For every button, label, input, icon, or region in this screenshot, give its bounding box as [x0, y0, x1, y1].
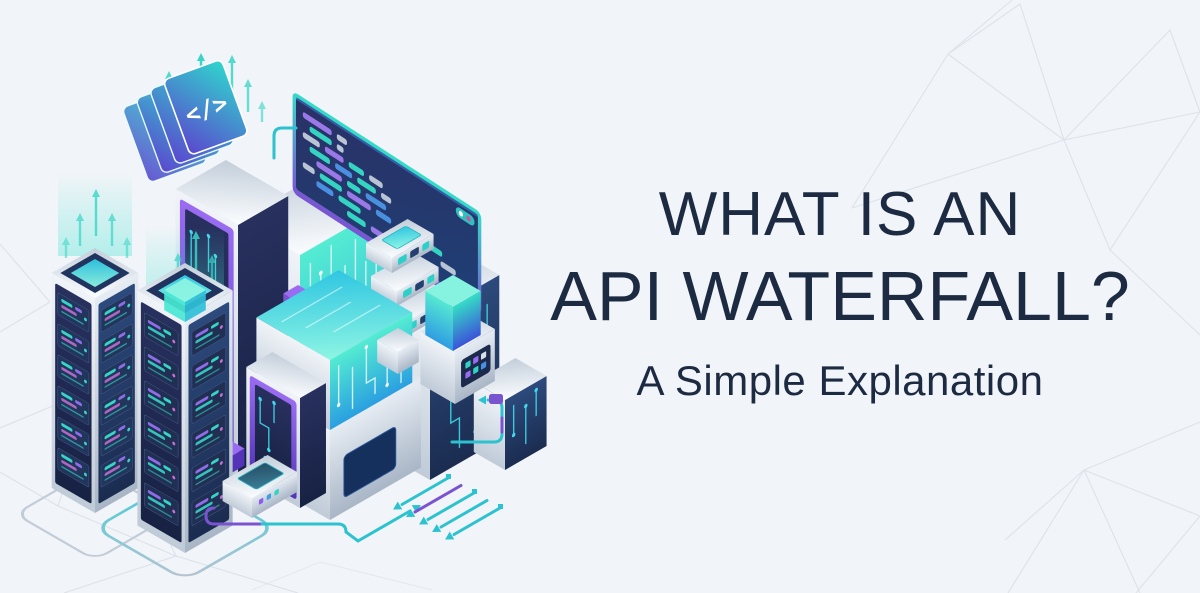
silver-cube-small — [377, 328, 419, 374]
gradient-cube — [425, 275, 481, 351]
title-line-1: WHAT IS AN — [658, 180, 1022, 249]
title-line-2: API WATERFALL? — [550, 257, 1130, 335]
server-tower-front — [137, 226, 233, 553]
glow-cube — [164, 278, 206, 322]
circuit-traces — [204, 126, 504, 544]
trace-fan — [390, 474, 503, 544]
mini-server-stack — [366, 219, 444, 339]
server-tower-left — [51, 172, 139, 513]
panel-window-dots — [455, 207, 475, 226]
chip-cube-box — [420, 275, 495, 404]
code-card-stack: </> — [122, 59, 248, 183]
trace-pad — [489, 394, 503, 404]
flat-device — [222, 455, 298, 518]
subtitle: A Simple Explanation — [636, 357, 1044, 404]
hero-text: WHAT IS AN API WATERFALL? A Simple Expla… — [510, 184, 1170, 402]
